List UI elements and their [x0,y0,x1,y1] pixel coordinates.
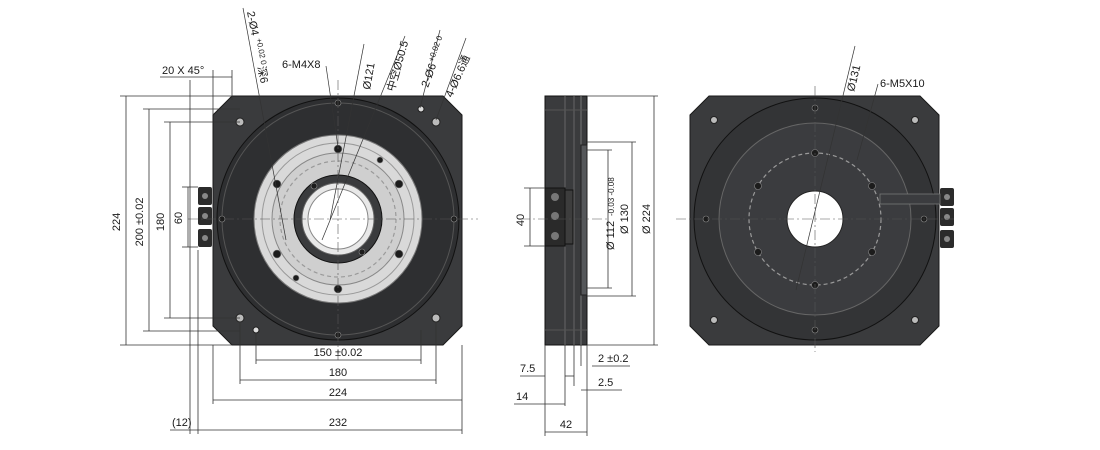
dim-180-vertical: 180 [155,213,167,231]
front-view: 224 200 ±0.02 180 60 150 ±0.02 180 224 2… [111,7,478,434]
dim-2: 2 ±0.2 [598,353,629,365]
center-bore-label: 中空Ø50.5 [383,39,411,93]
dim-224-horizontal: 224 [329,387,347,399]
dim-2-5: 2.5 [598,377,613,389]
back-corner-holes [710,116,919,324]
pin-holes-a-label: 2-Ø4 [244,10,260,36]
connector-side [544,187,574,247]
pin-holes-b-tolerance: +0.02 0 [427,34,445,63]
chamfer-label: 20 X 45° [162,65,204,77]
back-view: Ø131 6-M5X10 [676,45,954,352]
dim-130: Ø 130 [619,204,631,234]
dim-180-horizontal: 180 [329,367,347,379]
tapped-holes-label: 6-M4X8 [282,59,321,71]
dim-112-tolerance: -0.03 -0.08 [607,177,616,216]
dim-224-vertical: 224 [111,213,123,231]
dim-200: 200 ±0.02 [134,198,146,247]
pcd-121-label: Ø121 [361,62,377,91]
dim-232: 232 [329,417,347,429]
dim-7-5: 7.5 [520,363,535,375]
pcd-131-label: Ø131 [845,64,863,93]
connector-front [198,187,212,247]
dim-14: 14 [516,391,528,403]
dim-12: (12) [172,417,192,429]
dim-42: 42 [560,419,572,431]
side-view: 40 Ø 112 -0.03 -0.08 Ø 130 Ø 224 2 ±0.2 … [514,95,658,436]
dim-40: 40 [515,214,527,226]
dim-150: 150 ±0.02 [314,347,363,359]
connector-back [940,188,954,248]
dim-224-diameter: Ø 224 [641,204,653,234]
dim-60: 60 [173,212,185,224]
pin-holes-b-label: 2-Ø6 [420,62,440,89]
dim-112: Ø 112 [605,221,617,250]
pin-holes-a-tolerance: +0.02 0 [254,37,268,66]
back-tapped-holes-label: 6-M5X10 [880,78,925,90]
pin-holes-a-depth: 深6 [255,65,271,84]
back-holes [702,104,928,334]
